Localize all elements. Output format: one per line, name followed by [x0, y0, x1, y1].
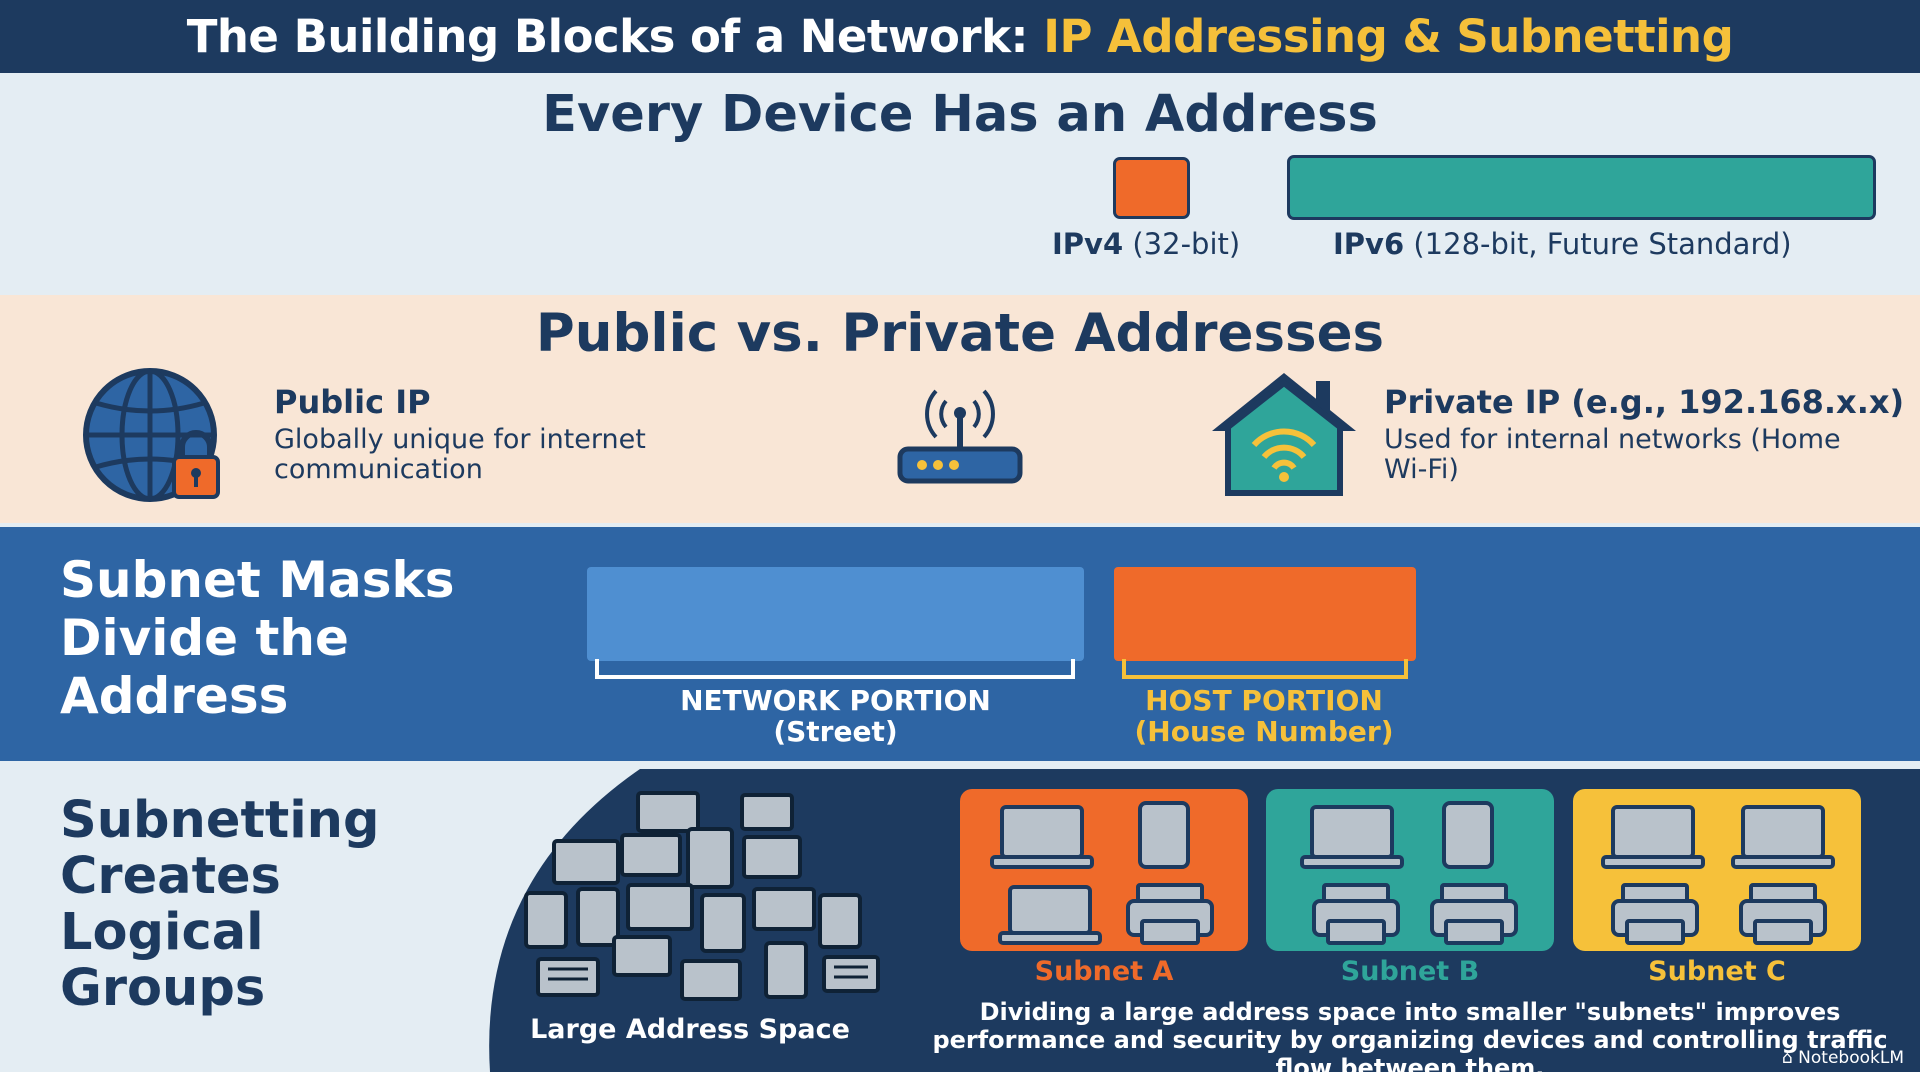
public-ip-heading: Public IP — [274, 383, 431, 421]
network-portion-bar — [587, 567, 1084, 661]
brand-watermark: ⌂ NotebookLM — [1782, 1048, 1904, 1068]
house-wifi-icon — [1212, 373, 1356, 496]
globe-lock-icon — [83, 368, 220, 502]
brand-icon: ⌂ — [1781, 1048, 1799, 1068]
brand-label: NotebookLM — [1798, 1048, 1904, 1068]
ipv4-detail: (32-bit) — [1123, 227, 1241, 261]
device-cluster-icon — [524, 791, 880, 1001]
subnet-mask-section: Subnet Masks Divide the Address NETWORK … — [0, 527, 1920, 761]
subnet-a-devices-icon — [990, 801, 1214, 945]
network-portion-sub: (Street) — [773, 715, 898, 748]
network-brace — [595, 659, 1075, 679]
private-ip-description: Used for internal networks (Home Wi-Fi) — [1384, 424, 1841, 485]
page-title: The Building Blocks of a Network: IP Add… — [187, 10, 1734, 63]
host-portion-label: HOST PORTION (House Number) — [1104, 685, 1424, 747]
ipv4-name: IPv4 — [1052, 227, 1124, 261]
ipv6-bar — [1287, 155, 1876, 220]
header-bar: The Building Blocks of a Network: IP Add… — [0, 0, 1920, 73]
host-portion-bar — [1114, 567, 1416, 661]
title-highlight: IP Addressing & Subnetting — [1043, 10, 1734, 63]
network-portion-label: NETWORK PORTION (Street) — [587, 685, 1084, 747]
subnetting-title: Subnetting Creates Logical Groups — [60, 791, 380, 1018]
public-private-section: Public vs. Private Addresses Public IP — [0, 295, 1920, 523]
subnetting-section: Subnetting Creates Logical Groups — [0, 761, 1920, 1072]
public-ip-description: Globally unique for internet communicati… — [274, 424, 646, 485]
subnetting-summary: Dividing a large address space into smal… — [932, 998, 1888, 1072]
subnet-c-devices-icon — [1601, 805, 1835, 945]
subnet-c-label: Subnet C — [1648, 956, 1786, 987]
subnet-b-box — [1266, 789, 1554, 951]
ipv4-bar — [1113, 157, 1190, 219]
network-portion-title: NETWORK PORTION — [680, 684, 991, 717]
ipv6-name: IPv6 — [1333, 227, 1405, 261]
host-portion-title: HOST PORTION — [1145, 684, 1383, 717]
address-section: Every Device Has an Address IPv4 (32-bit… — [0, 73, 1920, 291]
private-ip-heading: Private IP (e.g., 192.168.x.x) — [1384, 383, 1905, 421]
subnet-b-label: Subnet B — [1340, 956, 1480, 987]
host-brace — [1122, 659, 1408, 679]
large-address-space-label: Large Address Space — [530, 1014, 850, 1045]
subnet-c-box — [1573, 789, 1861, 951]
public-private-title: Public vs. Private Addresses — [535, 303, 1385, 364]
title-main: The Building Blocks of a Network: — [186, 10, 1044, 63]
host-portion-sub: (House Number) — [1134, 715, 1394, 748]
subnet-b-devices-icon — [1300, 801, 1518, 945]
address-section-title: Every Device Has an Address — [542, 85, 1378, 144]
subnet-mask-title: Subnet Masks Divide the Address — [60, 551, 455, 725]
ipv6-label: IPv6 (128-bit, Future Standard) — [1333, 227, 1792, 261]
subnet-a-box — [960, 789, 1248, 951]
ipv4-label: IPv4 (32-bit) — [1052, 227, 1240, 261]
wifi-router-icon — [897, 389, 1023, 484]
ipv6-detail: (128-bit, Future Standard) — [1404, 227, 1792, 261]
subnet-a-label: Subnet A — [1034, 956, 1174, 987]
